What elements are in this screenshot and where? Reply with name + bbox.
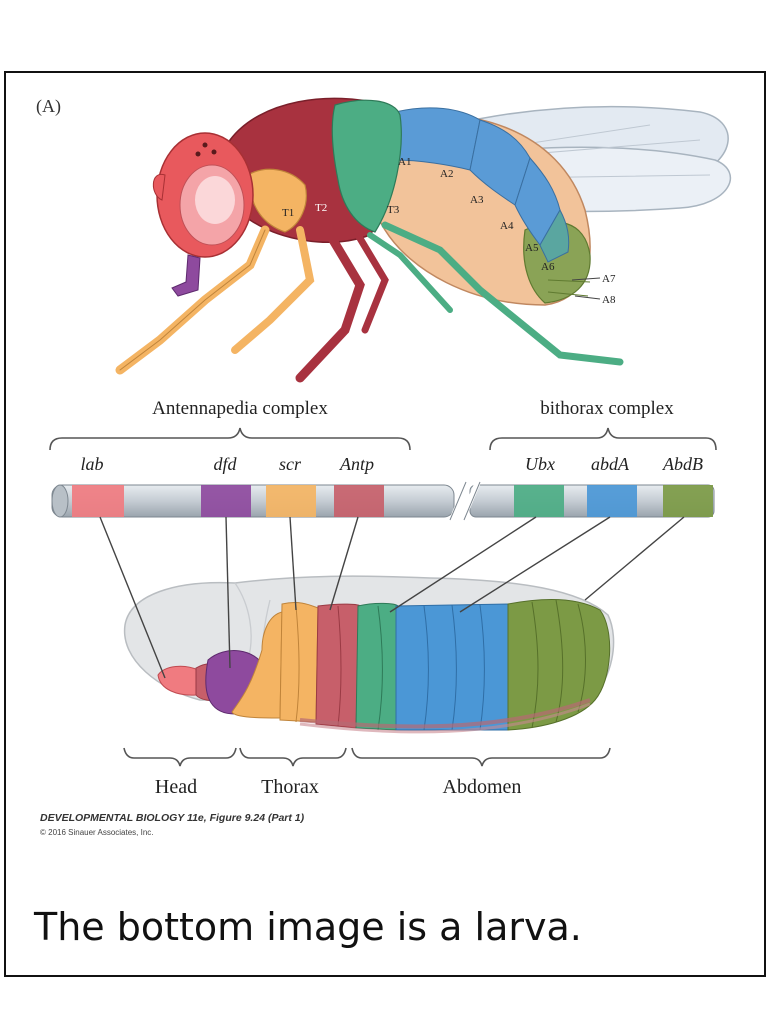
segment-label-t2: T2 [315,202,327,214]
segment-label-a2: A2 [440,168,453,180]
gene-band-lab [72,485,124,517]
gene-band-abdb [663,485,713,517]
figure-credit-copyright: © 2016 Sinauer Associates, Inc. [40,828,154,837]
region-label-head: Head [155,776,197,798]
head-brace [123,747,237,767]
panel-label: (A) [36,96,61,117]
abdomen-brace [351,747,611,767]
figure-credit-title: DEVELOPMENTAL BIOLOGY 11e, Figure 9.24 (… [40,812,305,824]
adult-head [152,132,254,297]
gene-label-antp: Antp [339,454,374,474]
adult-thorax [222,97,402,243]
gene-band-dfd [201,485,251,517]
gene-label-abda: abdA [591,454,630,474]
thorax-brace [239,747,347,767]
bithorax-complex-label: bithorax complex [540,398,674,419]
antennapedia-brace [49,427,411,451]
gene-label-scr: scr [279,454,302,474]
larva [123,575,615,734]
segment-label-a1: A1 [398,156,411,168]
segment-label-a8: A8 [602,294,616,306]
gene-band-antp [334,485,384,517]
gene-band-scr [266,485,316,517]
bithorax-brace [489,427,717,451]
slide-caption: The bottom image is a larva. [34,905,582,949]
gene-label-ubx: Ubx [525,454,555,474]
region-label-abdomen: Abdomen [443,776,522,798]
segment-label-a3: A3 [470,194,484,206]
segment-label-t1: T1 [282,207,294,219]
expression-connectors [99,516,685,679]
adult-abdomen [360,107,591,306]
gene-label-lab: lab [80,454,103,474]
segment-label-a7: A7 [602,273,616,285]
segment-label-a5: A5 [525,242,539,254]
legs [115,221,624,383]
segment-label-a4: A4 [500,220,514,232]
segment-label-t3: T3 [387,204,400,216]
gene-label-dfd: dfd [213,454,237,474]
gene-label-abdb: AbdB [662,454,703,474]
segment-label-a6: A6 [541,261,555,273]
gene-band-ubx [514,485,564,517]
gene-band-abda [587,485,637,517]
antennapedia-complex-label: Antennapedia complex [152,398,328,419]
gene-bands [72,485,713,517]
region-label-thorax: Thorax [261,776,319,798]
adult-fly: T1 T2 T3 A1 A2 A3 A4 A5 A6 A7 A8 [115,97,732,383]
